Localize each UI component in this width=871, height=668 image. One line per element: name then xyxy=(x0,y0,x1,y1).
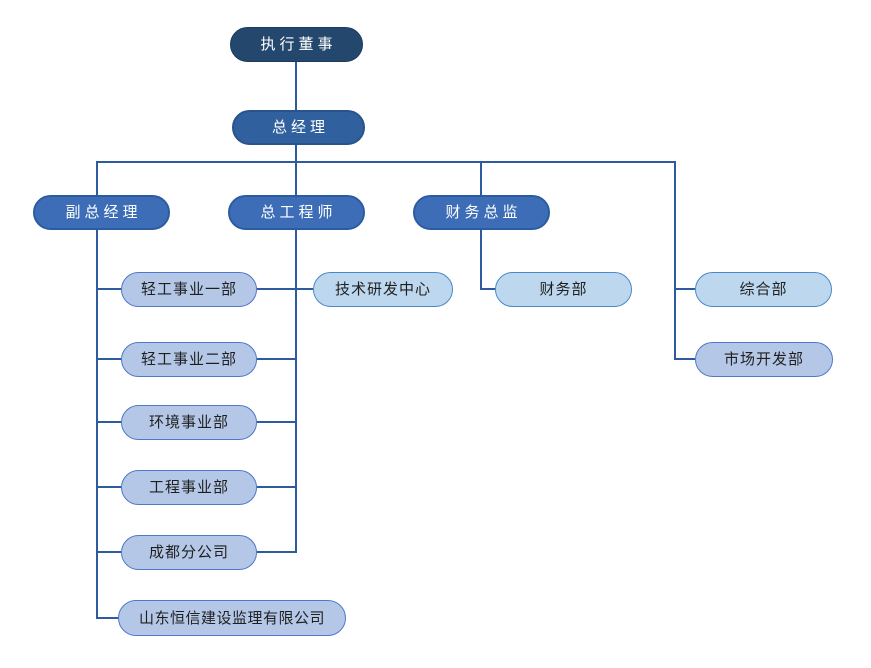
org-node-chief-engineer[interactable]: 总工程师 xyxy=(228,195,365,230)
connector-stub-left-row5 xyxy=(97,551,122,553)
org-node-light-industry-div2[interactable]: 轻工事业二部 xyxy=(121,342,257,377)
org-node-light-industry-div1[interactable]: 轻工事业一部 xyxy=(121,272,257,307)
connector-right-rail xyxy=(674,162,676,360)
connector-cfo-drop xyxy=(480,230,482,290)
org-node-engineering-div[interactable]: 工程事业部 xyxy=(121,470,257,505)
connector-stub-left-row3 xyxy=(97,421,122,423)
connector-stub-tech-center xyxy=(296,288,313,290)
connector-stub-finance-dept xyxy=(481,288,496,290)
org-node-chengdu-branch[interactable]: 成都分公司 xyxy=(121,535,257,570)
connector-stub-left-row1 xyxy=(97,288,122,290)
org-node-general-affairs-dept[interactable]: 综合部 xyxy=(695,272,832,307)
connector-ce-rail xyxy=(295,230,297,553)
org-node-general-manager[interactable]: 总经理 xyxy=(232,110,365,145)
connector-stub-right-row4 xyxy=(257,486,296,488)
connector-stub-right-row1 xyxy=(257,288,296,290)
org-node-finance-director[interactable]: 财务总监 xyxy=(413,195,550,230)
connector-dgm-rail xyxy=(96,230,98,619)
connector-exec-to-gm xyxy=(295,62,297,110)
connector-stub-general-affairs xyxy=(675,288,695,290)
org-node-executive-director[interactable]: 执行董事 xyxy=(230,27,363,62)
connector-stub-right-row3 xyxy=(257,421,296,423)
connector-stub-right-row5 xyxy=(257,551,296,553)
connector-main-rail xyxy=(96,161,676,163)
connector-stub-left-row4 xyxy=(97,486,122,488)
connector-stub-right-row2 xyxy=(257,358,296,360)
connector-stub-market-dev xyxy=(675,358,695,360)
org-node-market-dev-dept[interactable]: 市场开发部 xyxy=(695,342,833,377)
org-node-finance-dept[interactable]: 财务部 xyxy=(495,272,632,307)
connector-rail-to-cfo xyxy=(480,162,482,196)
org-node-environment-div[interactable]: 环境事业部 xyxy=(121,405,257,440)
org-node-deputy-general-manager[interactable]: 副总经理 xyxy=(33,195,170,230)
org-node-shandong-hengxin[interactable]: 山东恒信建设监理有限公司 xyxy=(118,600,346,636)
connector-rail-to-dgm xyxy=(96,162,98,196)
connector-stub-shandong xyxy=(97,617,119,619)
connector-gm-to-rail xyxy=(295,145,297,196)
org-node-tech-rd-center[interactable]: 技术研发中心 xyxy=(313,272,453,307)
connector-stub-left-row2 xyxy=(97,358,122,360)
